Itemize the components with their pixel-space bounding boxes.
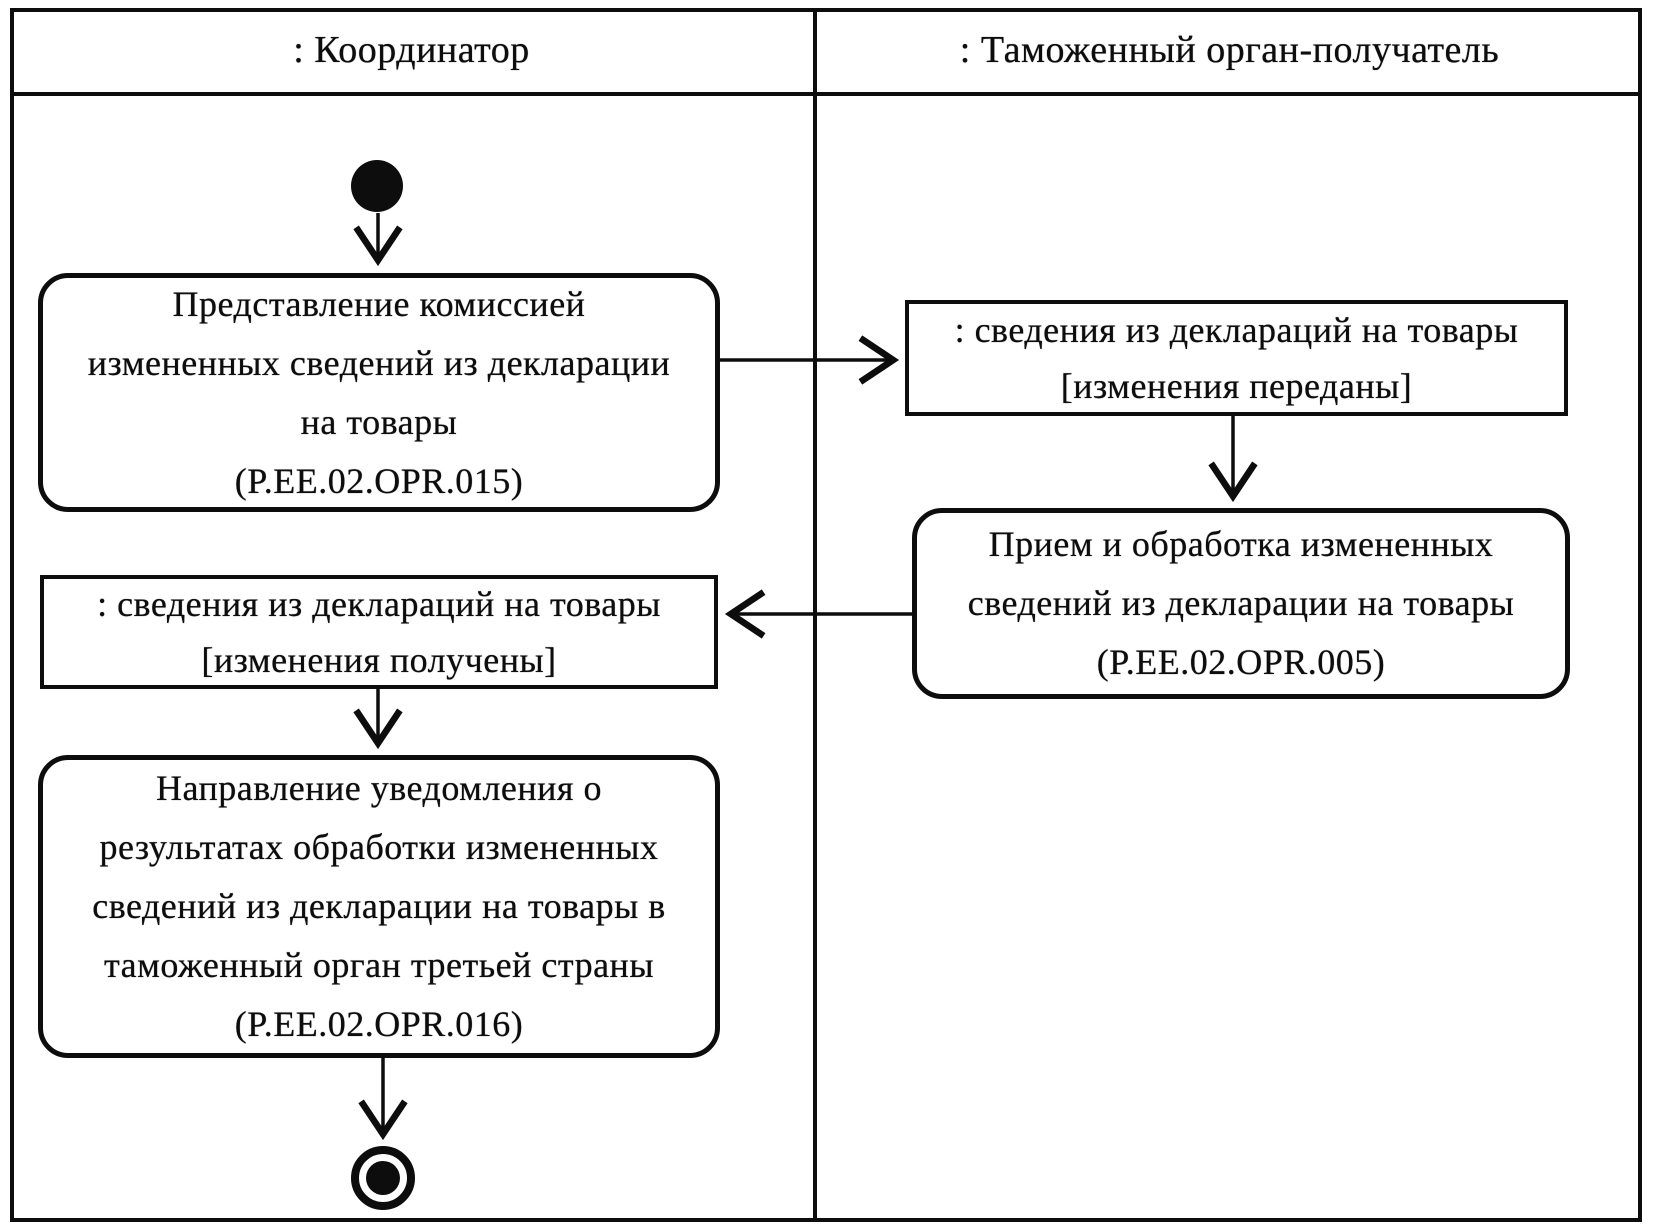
- final-node-icon: [351, 1146, 415, 1210]
- lane-title-customs-recipient: : Таможенный орган-получатель: [959, 29, 1500, 71]
- final-node-inner-dot: [366, 1161, 400, 1195]
- activity-text-line: Представление комиссией: [172, 283, 586, 324]
- activity-text-line: результатах обработки измененных: [99, 827, 659, 867]
- activity-text-line: Направление уведомления о: [156, 768, 602, 808]
- activity-text-line: Прием и обработка измененных: [988, 524, 1494, 564]
- activity-node-receive-process-data: Прием и обработка измененных сведений из…: [912, 508, 1570, 699]
- activity-text-line: сведений из декларации на товары: [967, 583, 1515, 623]
- activity-node-present-declaration-data: Представление комиссией измененных сведе…: [38, 273, 720, 512]
- activity-text-line: (P.EE.02.OPR.005): [1096, 642, 1386, 682]
- object-state-label: [изменения переданы]: [1060, 366, 1413, 406]
- activity-text-line: таможенный орган третьей страны: [103, 945, 655, 985]
- object-node-changes-transferred: : сведения из деклараций на товары [изме…: [905, 300, 1568, 416]
- diagram-frame: [10, 8, 1642, 1222]
- object-node-changes-received: : сведения из деклараций на товары [изме…: [40, 575, 718, 689]
- object-text-line: : сведения из деклараций на товары: [954, 310, 1519, 350]
- initial-node-icon: [351, 160, 403, 212]
- activity-text-line: (P.EE.02.OPR.016): [234, 1004, 524, 1044]
- object-state-label: [изменения получены]: [201, 640, 557, 680]
- activity-node-send-notification: Направление уведомления о результатах об…: [38, 755, 720, 1058]
- activity-text-line: сведений из декларации на товары в: [92, 886, 666, 926]
- object-text-line: : сведения из деклараций на товары: [97, 584, 661, 624]
- lane-divider: [813, 8, 817, 1222]
- lane-header-separator: [10, 92, 1642, 96]
- activity-text-line: (P.EE.02.OPR.015): [234, 460, 524, 501]
- lane-title-coordinator: : Координатор: [293, 29, 530, 71]
- activity-text-line: на товары: [300, 401, 458, 442]
- activity-text-line: измененных сведений из декларации: [87, 342, 671, 383]
